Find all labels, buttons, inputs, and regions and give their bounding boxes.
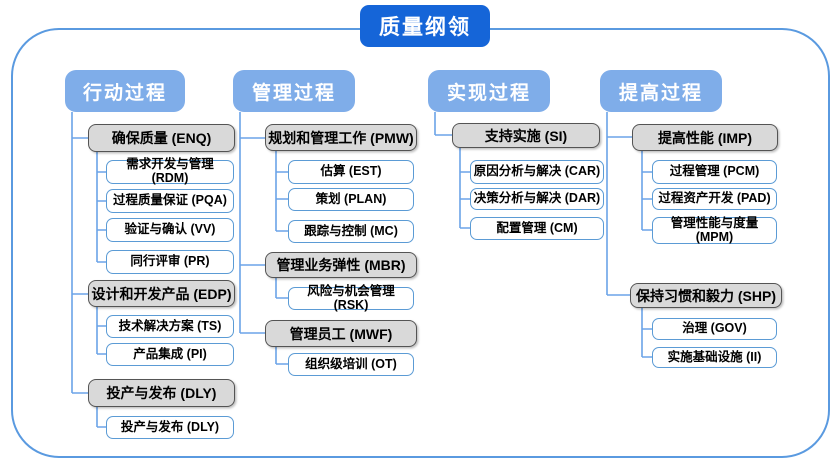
node-mbr: 管理业务弹性 (MBR) <box>265 252 417 278</box>
node-dar: 决策分析与解决 (DAR) <box>470 188 604 210</box>
node-si: 支持实施 (SI) <box>452 123 600 148</box>
node-enq: 确保质量 (ENQ) <box>88 124 235 152</box>
node-pmw: 规划和管理工作 (PMW) <box>265 124 417 151</box>
diagram-title: 质量纲领 <box>360 5 490 47</box>
node-est: 估算 (EST) <box>288 160 414 184</box>
node-ts: 技术解决方案 (TS) <box>106 315 234 338</box>
node-rsk: 风险与机会管理 (RSK) <box>288 284 414 311</box>
node-car: 原因分析与解决 (CAR) <box>470 160 604 184</box>
node-pqa: 过程质量保证 (PQA) <box>106 189 234 213</box>
node-cm: 配置管理 (CM) <box>470 217 604 240</box>
column-header-action-process: 行动过程 <box>65 70 185 112</box>
node-pr: 同行评审 (PR) <box>106 250 234 274</box>
node-ot: 组织级培训 (OT) <box>288 353 414 376</box>
node-dly-sub: 投产与发布 (DLY) <box>106 416 234 439</box>
node-shp: 保持习惯和毅力 (SHP) <box>630 283 782 308</box>
node-pad: 过程资产开发 (PAD) <box>652 188 777 210</box>
node-mc: 跟踪与控制 (MC) <box>288 220 414 243</box>
column-header-implementation-process: 实现过程 <box>428 70 550 112</box>
node-pcm: 过程管理 (PCM) <box>652 160 777 184</box>
column-header-improvement-process: 提高过程 <box>600 70 722 112</box>
node-mwf: 管理员工 (MWF) <box>265 320 417 347</box>
column-header-management-process: 管理过程 <box>233 70 355 112</box>
node-rdm: 需求开发与管理 (RDM) <box>106 157 234 185</box>
node-dly: 投产与发布 (DLY) <box>88 379 235 407</box>
node-plan: 策划 (PLAN) <box>288 188 414 211</box>
node-edp: 设计和开发产品 (EDP) <box>88 280 235 307</box>
node-ii: 实施基础设施 (II) <box>652 347 777 368</box>
node-mpm: 管理性能与度量 (MPM) <box>652 216 777 244</box>
node-vv: 验证与确认 (VV) <box>106 218 234 242</box>
node-imp: 提高性能 (IMP) <box>632 124 778 151</box>
node-gov: 治理 (GOV) <box>652 318 777 340</box>
node-pi: 产品集成 (PI) <box>106 343 234 366</box>
